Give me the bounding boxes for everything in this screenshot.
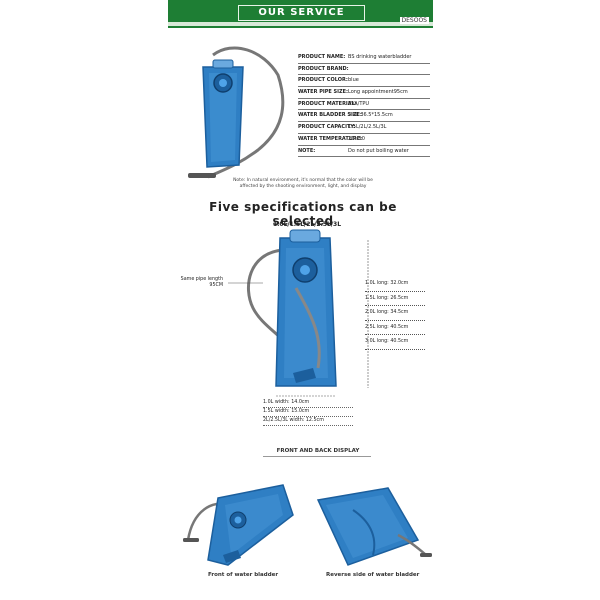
length-item: 1.5L long: 26.5cm (365, 292, 425, 306)
length-item: 2.5L long: 40.5cm (365, 321, 425, 335)
spec-row: PRODUCT MATERIAL:EVA/TPU (298, 99, 430, 111)
spec-label: WATER BLADDER SIZE: (298, 112, 362, 119)
spec-value: BS drinking waterbladder (348, 54, 412, 60)
sizes-list: 1.0L/1.5L/2L/2.5L/3L (272, 221, 342, 228)
spec-value (348, 64, 430, 75)
spec-row: PRODUCT NAME:BS drinking waterbladder (298, 52, 430, 64)
header-title: OUR SERVICE (238, 5, 365, 21)
spec-label: WATER PIPE SIZE: (298, 89, 349, 96)
spec-label: PRODUCT COLOR: (298, 77, 348, 84)
back-caption: Reverse side of water bladder (326, 572, 420, 578)
front-back-title: FRONT AND BACK DISPLAY (276, 448, 360, 454)
spec-label: WATER TEMPERATURE: (298, 135, 363, 142)
front-caption: Front of water bladder (208, 572, 279, 578)
spec-value: Do not put boiling water (348, 147, 409, 154)
spec-label: PRODUCT CAPACITY: (298, 124, 356, 131)
top-bladder-image (188, 46, 285, 179)
header-stripe (168, 22, 433, 26)
color-note: Note: In natural environment, it's norma… (233, 178, 373, 189)
spec-row: WATER BLADDER SIZE:3.0L 36.5*15.5cm (298, 110, 430, 123)
spec-row: WATER TEMPERATURE:20~50 (298, 134, 430, 146)
width-item: 1.0L width: 14.0cm (263, 399, 353, 408)
spec-value: Long appointment95cm (348, 89, 408, 96)
spec-row: WATER PIPE SIZE:Long appointment95cm (298, 87, 430, 99)
spec-label: PRODUCT BRAND: (298, 65, 349, 72)
spec-label: PRODUCT NAME: (298, 54, 346, 60)
spec-value: 20~50 (348, 135, 365, 142)
spec-row: PRODUCT COLOR:blue (298, 75, 430, 88)
spec-label: PRODUCT MATERIAL: (298, 100, 357, 107)
spec-row: PRODUCT BRAND: (298, 64, 430, 76)
brand-label: DESOOS (399, 17, 429, 24)
dimension-diagram (228, 229, 369, 397)
pipe-length-label: Same pipe length 95CM (180, 277, 223, 288)
width-dimensions: 1.0L width: 14.0cm 1.5L width: 15.0cm 2L… (263, 399, 353, 426)
spec-value: blue (348, 77, 359, 84)
length-item: 3.0L long: 40.5cm (365, 335, 425, 350)
header-banner: OUR SERVICE DESOOS (168, 0, 433, 28)
front-back-divider (263, 456, 371, 457)
product-sheet: OUR SERVICE DESOOS PRODUCT NAME:BS drink… (168, 0, 433, 600)
width-item: 1.5L width: 15.0cm (263, 408, 353, 417)
spec-value: 3.0L 36.5*15.5cm (348, 112, 393, 119)
spec-value: EVA/TPU (348, 100, 370, 107)
spec-row: NOTE: Do not put boiling water (298, 146, 430, 158)
front-bladder-image (183, 484, 294, 566)
spec-label: NOTE: (298, 147, 316, 154)
back-bladder-image (316, 487, 432, 566)
spec-row: PRODUCT CAPACITY:1.5L/2L/2.5L/3L (298, 122, 430, 134)
width-item: 2L/2.5L/3L width: 12.5cm (263, 417, 353, 426)
length-item: 1.0L long: 32.0cm (365, 277, 425, 292)
length-item: 2.0L long: 34.5cm (365, 306, 425, 321)
main-title: Five specifications can be selected (209, 200, 397, 228)
specs-table: PRODUCT NAME:BS drinking waterbladder PR… (298, 52, 430, 158)
spec-value: 1.5L/2L/2.5L/3L (348, 124, 387, 131)
length-dimensions: 1.0L long: 32.0cm 1.5L long: 26.5cm 2.0L… (365, 277, 425, 350)
